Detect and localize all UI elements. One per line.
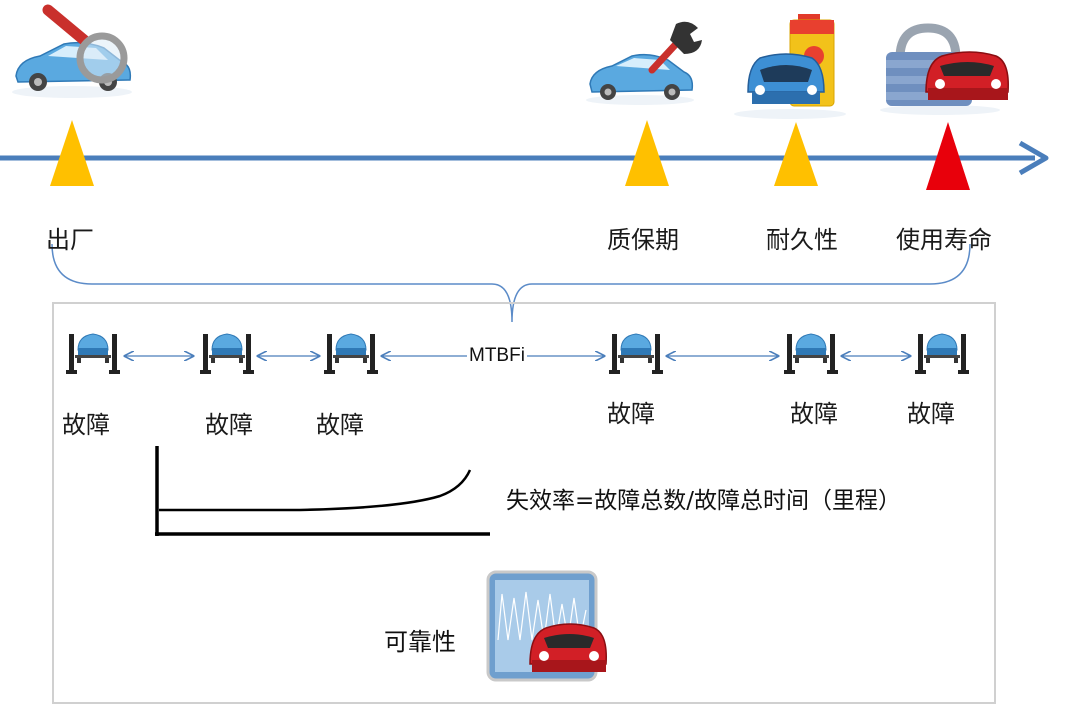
failure-label: 故障 xyxy=(790,400,838,428)
car-lift-icon xyxy=(608,333,664,375)
timeline-arrowhead xyxy=(1018,140,1049,176)
milestone-label-durability: 耐久性 xyxy=(766,226,838,254)
car-chart-icon xyxy=(486,570,607,682)
car-lift-icon xyxy=(914,333,970,375)
car-lift-icon xyxy=(199,333,255,375)
reliability-label: 可靠性 xyxy=(384,628,456,656)
car-wrench-icon xyxy=(586,21,702,105)
mtbf-interval-label: MTBFi xyxy=(467,345,527,367)
car-lift-icon xyxy=(65,333,121,375)
milestone-marker-durability xyxy=(774,122,818,186)
failure-label: 故障 xyxy=(607,400,655,428)
failure-rate-curve xyxy=(155,446,490,536)
car-battery-icon xyxy=(734,14,846,119)
failure-label: 故障 xyxy=(62,411,110,439)
milestone-label-factory: 出厂 xyxy=(46,226,94,254)
milestone-label-lifespan: 使用寿命 xyxy=(896,226,992,254)
milestone-marker-warranty xyxy=(625,120,669,186)
milestone-marker-lifespan xyxy=(926,122,970,190)
failure-label: 故障 xyxy=(205,411,253,439)
car-lift-icon xyxy=(323,333,379,375)
failure-label: 故障 xyxy=(316,411,364,439)
car-magnifier-icon xyxy=(12,4,132,98)
failure-label: 故障 xyxy=(907,400,955,428)
milestone-marker-factory xyxy=(50,120,94,186)
timeline-brace xyxy=(51,243,971,323)
car-padlock-icon xyxy=(880,23,1009,115)
car-lift-icon xyxy=(783,333,839,375)
failure-rate-formula: 失效率=故障总数/故障总时间（里程） xyxy=(506,488,902,514)
reliability-panel xyxy=(52,302,996,704)
milestone-label-warranty: 质保期 xyxy=(607,226,679,254)
